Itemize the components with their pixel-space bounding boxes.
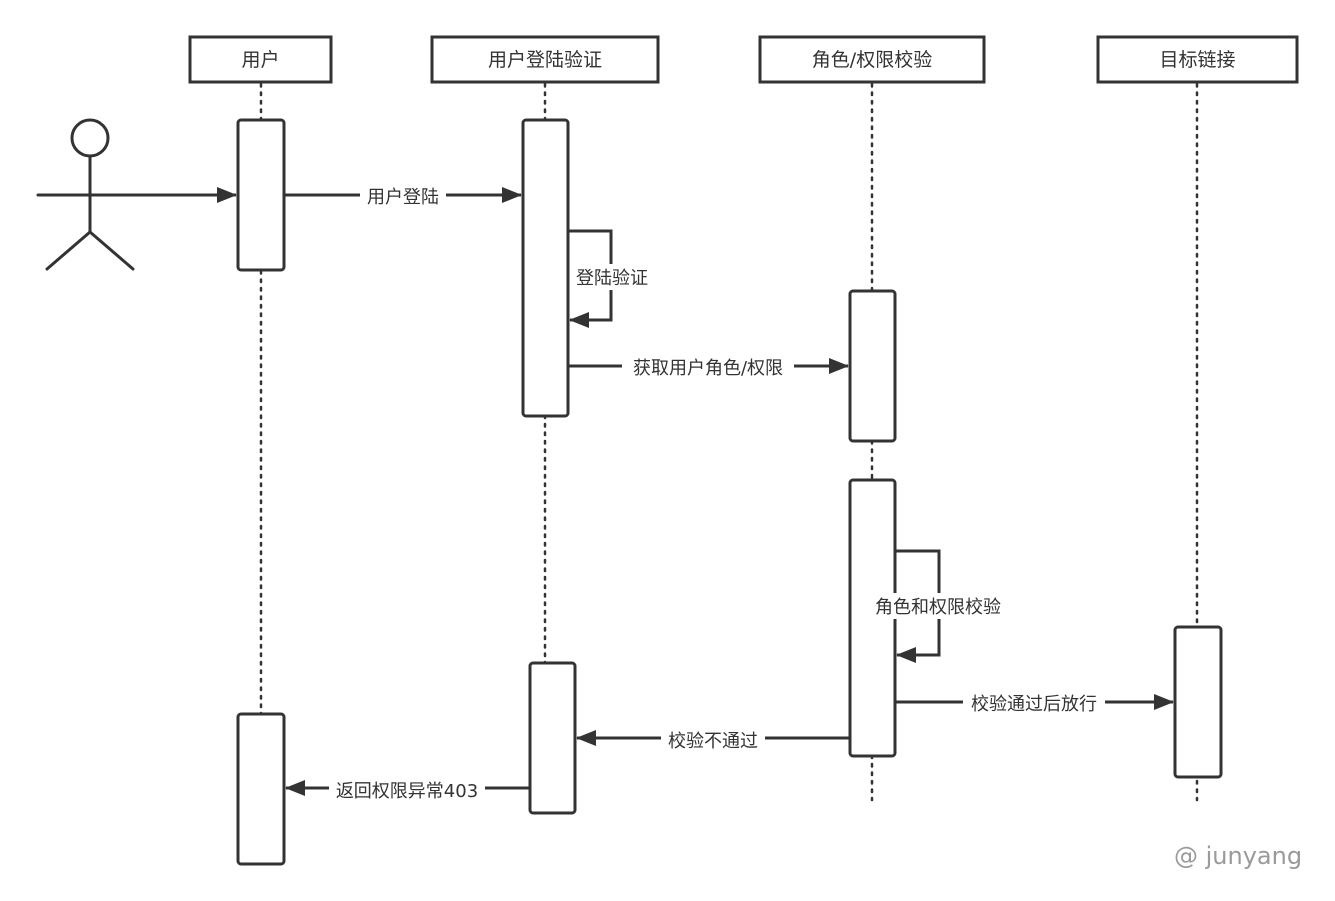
participant-label: 目标链接 bbox=[1159, 49, 1235, 71]
activation-box bbox=[528, 661, 577, 815]
message-label-role-check: 角色和权限校验 bbox=[875, 597, 1001, 618]
participant-label: 用户登陆验证 bbox=[488, 49, 602, 71]
message-label-get-role: 获取用户角色/权限 bbox=[633, 358, 783, 379]
message-labels: 用户登陆 登陆验证 获取用户角色/权限 角色和权限校验 校验通过后放行 校验不通… bbox=[336, 187, 1097, 802]
participant-auth: 用户登陆验证 bbox=[430, 35, 660, 84]
activation-box bbox=[1173, 625, 1223, 779]
message-label-return-403: 返回权限异常403 bbox=[336, 781, 478, 802]
participant-label: 角色/权限校验 bbox=[812, 49, 932, 71]
participant-box bbox=[758, 35, 986, 84]
participant-box bbox=[430, 35, 660, 84]
participant-label: 用户 bbox=[241, 49, 279, 71]
message-label-pass: 校验通过后放行 bbox=[971, 694, 1097, 715]
message-label-fail: 校验不通过 bbox=[668, 731, 758, 752]
participant-box bbox=[1096, 35, 1299, 84]
message-label-login-verify: 登陆验证 bbox=[576, 268, 648, 289]
activation-box bbox=[521, 118, 570, 418]
activations bbox=[236, 118, 1223, 866]
participant-target: 目标链接 bbox=[1096, 35, 1299, 84]
activation-box bbox=[848, 289, 897, 443]
activation-box bbox=[236, 712, 286, 866]
activation-box bbox=[236, 118, 286, 272]
participant-user: 用户 bbox=[188, 35, 333, 84]
actor-icon bbox=[36, 118, 144, 271]
participant-box bbox=[188, 35, 333, 84]
message-label-login: 用户登陆 bbox=[367, 187, 439, 208]
participant-perm: 角色/权限校验 bbox=[758, 35, 986, 84]
message-label-backgrounds bbox=[329, 183, 1105, 803]
watermark: @ junyang bbox=[1174, 842, 1302, 870]
